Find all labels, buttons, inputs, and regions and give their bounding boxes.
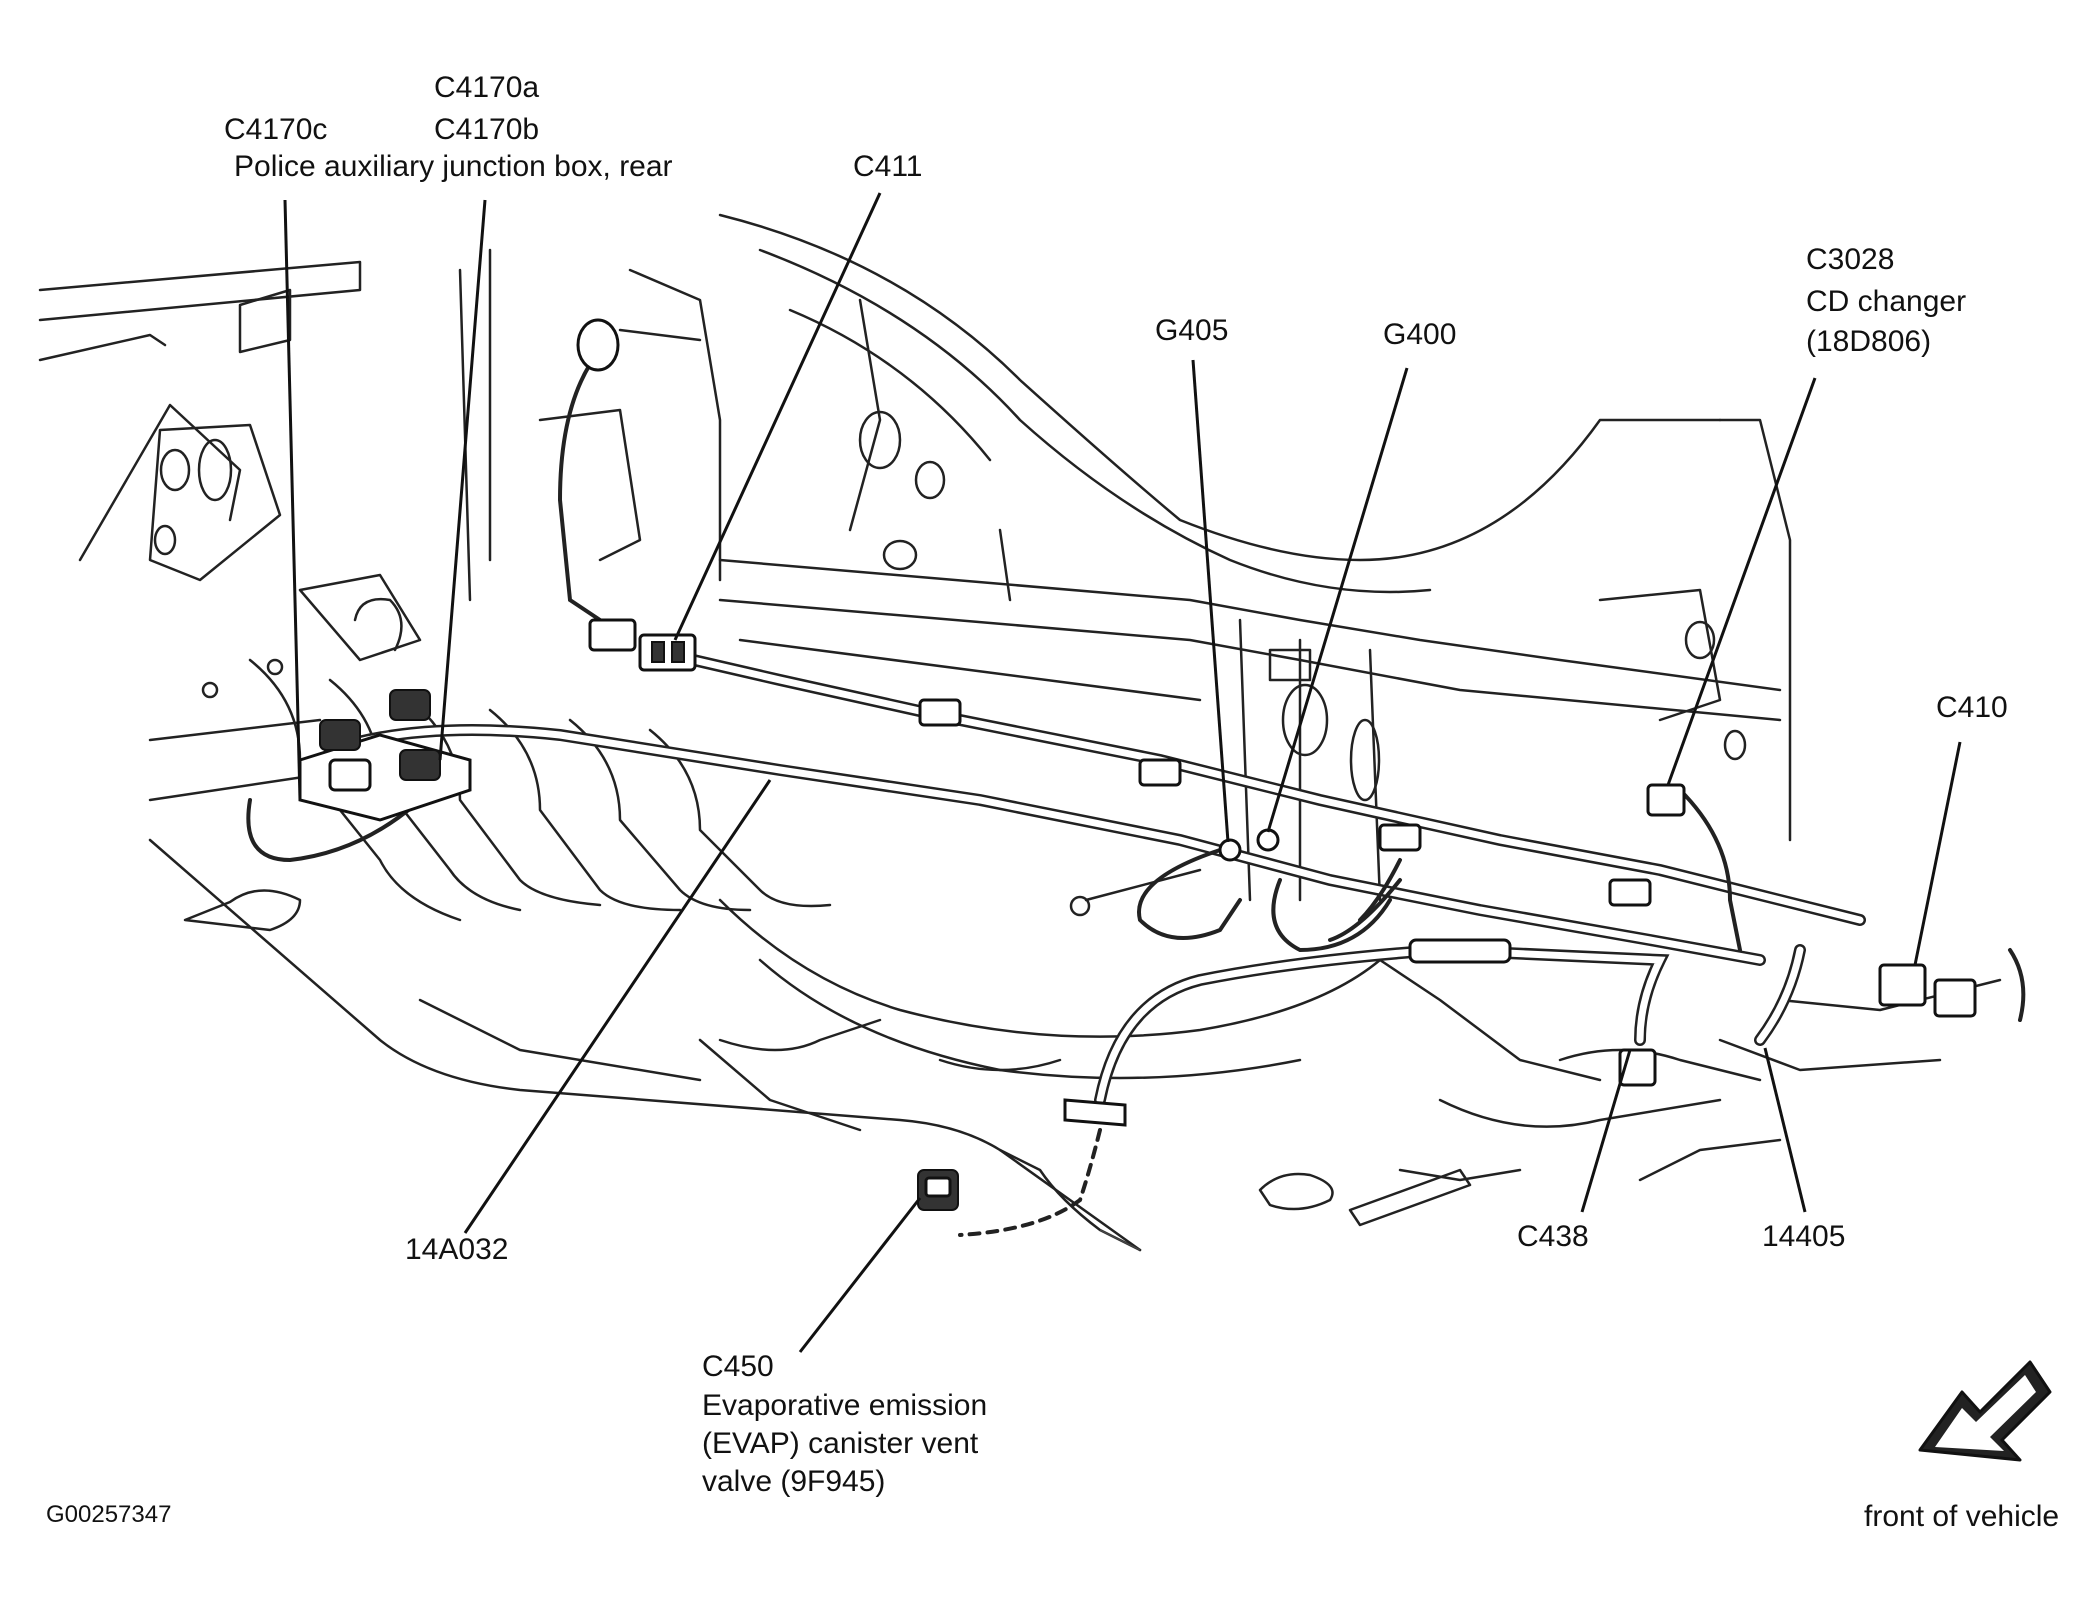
components bbox=[298, 318, 1977, 1211]
leader-c411 bbox=[673, 192, 882, 641]
g405-ground bbox=[1218, 838, 1242, 862]
leader-junction-box bbox=[438, 199, 487, 761]
leader-14a032 bbox=[463, 779, 772, 1234]
harness-14a032 bbox=[324, 644, 1866, 966]
leader-c3028 bbox=[1666, 377, 1817, 786]
label-c410: C410 bbox=[1936, 691, 2008, 724]
leader-c410 bbox=[1913, 741, 1962, 966]
leader-c450 bbox=[798, 1197, 922, 1353]
label-evap-line1: Evaporative emission bbox=[702, 1389, 988, 1422]
label-c4170a: C4170a bbox=[434, 71, 540, 104]
label-g405: G405 bbox=[1155, 314, 1229, 347]
label-c438: C438 bbox=[1517, 1220, 1589, 1253]
figure-id: G00257347 bbox=[46, 1501, 172, 1528]
label-14a032: 14A032 bbox=[405, 1233, 509, 1266]
c410-connector bbox=[1878, 963, 1927, 1007]
label-evap-line2: (EVAP) canister vent bbox=[702, 1427, 979, 1460]
label-junction-box: Police auxiliary junction box, rear bbox=[234, 150, 673, 183]
label-front-of-vehicle: front of vehicle bbox=[1864, 1500, 2060, 1533]
leader-g400 bbox=[1266, 367, 1409, 833]
label-c4170b: C4170b bbox=[434, 113, 540, 146]
leader-lines bbox=[283, 192, 1962, 1353]
label-g400: G400 bbox=[1383, 318, 1457, 351]
label-c4170c: C4170c bbox=[224, 113, 328, 146]
g400-ground bbox=[1256, 828, 1280, 852]
label-cd-changer-part: (18D806) bbox=[1806, 325, 1932, 358]
leader-g405 bbox=[1191, 359, 1230, 843]
label-14405: 14405 bbox=[1762, 1220, 1846, 1253]
label-evap-line3: valve (9F945) bbox=[702, 1465, 886, 1498]
label-c450: C450 bbox=[702, 1350, 774, 1383]
leader-14405 bbox=[1763, 1047, 1807, 1213]
branch-wires bbox=[246, 348, 2026, 1237]
c3028-connector bbox=[1646, 783, 1686, 817]
leader-c4170c bbox=[283, 199, 302, 801]
c411-connector bbox=[638, 633, 697, 672]
label-c3028: C3028 bbox=[1806, 243, 1895, 276]
label-c411: C411 bbox=[853, 150, 923, 183]
leader-c438 bbox=[1580, 1049, 1632, 1213]
label-cd-changer: CD changer bbox=[1806, 285, 1967, 318]
